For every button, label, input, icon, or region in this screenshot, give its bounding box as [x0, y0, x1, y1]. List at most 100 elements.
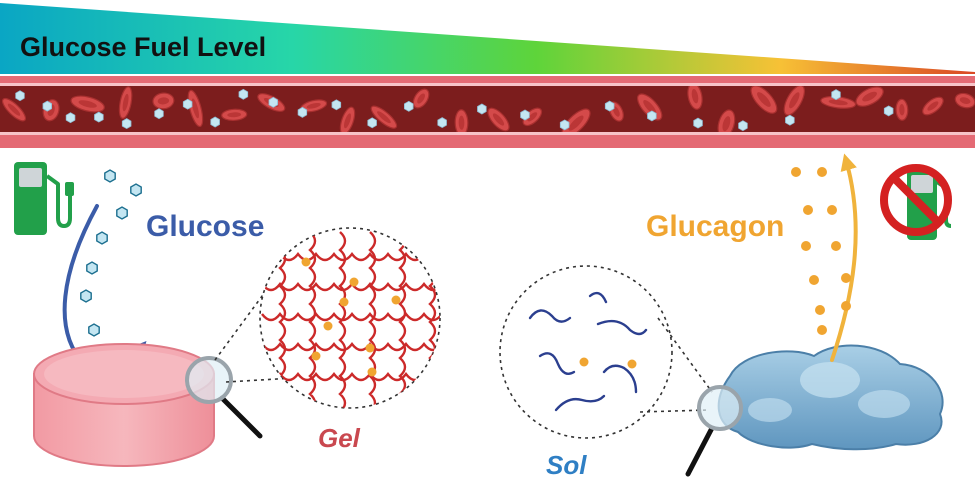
glucagon-molecule: [391, 295, 401, 305]
glucagon-molecule: [817, 325, 827, 335]
red-blood-cell: [783, 86, 805, 116]
glucagon-molecule: [311, 351, 321, 361]
red-blood-cell: [687, 86, 703, 110]
polymer-chain: [588, 291, 608, 304]
glucagon-molecule: [323, 321, 333, 331]
glucagon-molecule: [367, 367, 377, 377]
glucose-molecule: [785, 114, 795, 126]
glucose-molecule: [477, 103, 487, 115]
zoom-line: [639, 409, 709, 413]
fuel-pump-icon: [14, 162, 74, 235]
glucagon-molecule: [809, 275, 819, 285]
polymer-chain: [261, 342, 440, 352]
glucagon-molecule: [801, 241, 811, 251]
glucagon-label: Glucagon: [646, 210, 784, 243]
red-blood-cell: [561, 108, 591, 132]
polymer-chain: [261, 312, 440, 322]
glucose-molecule: [96, 231, 108, 245]
no-fuel-icon: [880, 164, 952, 240]
glucagon-molecule: [817, 167, 827, 177]
polymer-chain: [338, 231, 347, 408]
glucagon-molecule: [791, 167, 801, 177]
red-blood-cell: [855, 86, 884, 107]
glucagon-molecule: [831, 241, 841, 251]
glucose-molecule: [367, 117, 377, 129]
red-blood-cell: [152, 92, 175, 110]
glucose-molecule: [15, 90, 25, 102]
glucagon-molecule: [349, 277, 359, 287]
glucose-label: Glucose: [146, 210, 264, 243]
glucose-molecule: [403, 100, 414, 112]
zoom-line: [225, 377, 295, 383]
glucagon-molecule: [339, 297, 349, 307]
glucose-molecule: [86, 261, 98, 275]
polymer-chain: [554, 394, 606, 412]
glucose-molecule: [268, 96, 279, 108]
red-blood-cell: [187, 89, 204, 128]
glucose-molecule: [831, 89, 841, 101]
glucose-molecule: [437, 117, 447, 129]
red-blood-cell: [487, 107, 510, 132]
blood-vessel: [0, 76, 975, 148]
glucagon-molecule: [579, 357, 589, 367]
red-blood-cell: [954, 92, 975, 109]
glucose-molecule: [297, 106, 308, 118]
glucose-molecule: [520, 109, 530, 121]
fuel-level-title: Glucose Fuel Level: [20, 32, 266, 62]
glucose-molecule: [883, 105, 894, 117]
glucose-molecule: [94, 111, 104, 123]
glucose-molecule: [42, 100, 52, 112]
glucose-molecule: [182, 98, 193, 110]
glucose-molecule: [693, 117, 703, 129]
glucose-molecule: [116, 206, 128, 220]
red-blood-cell: [717, 109, 736, 132]
gel-label: Gel: [318, 423, 361, 453]
red-blood-cell: [454, 109, 469, 132]
glucose-molecule: [154, 108, 164, 120]
polymer-chain: [308, 231, 317, 408]
red-blood-cell: [1, 97, 27, 122]
magnifier-icon: [685, 385, 743, 477]
glucagon-molecule: [301, 257, 311, 267]
polymer-chain: [602, 364, 638, 394]
glucagon-molecule: [815, 305, 825, 315]
glucose-molecule: [738, 120, 748, 132]
sol-label: Sol: [546, 450, 587, 480]
polymer-chain: [398, 231, 407, 408]
glucose-molecule: [647, 110, 657, 122]
glucagon-molecule: [627, 359, 637, 369]
zoom-line: [657, 317, 713, 393]
red-blood-cell: [895, 98, 909, 121]
glucose-molecule: [104, 169, 116, 183]
red-blood-cell: [70, 95, 105, 113]
sol-blob: [717, 344, 944, 451]
red-blood-cell: [300, 99, 328, 113]
glucose-molecule: [210, 116, 220, 128]
red-blood-cell: [221, 108, 248, 121]
red-blood-cell: [370, 105, 398, 129]
glucose-molecule: [331, 99, 342, 111]
glucagon-molecule: [803, 205, 813, 215]
red-blood-cell: [118, 86, 133, 119]
glucose-molecules: [80, 169, 142, 337]
polymer-chain: [368, 231, 377, 408]
glucagon-molecule: [365, 343, 375, 353]
magnifier-icon: [185, 356, 263, 439]
polymer-chain: [596, 319, 648, 336]
polymer-chain: [261, 372, 440, 382]
red-blood-cell: [412, 88, 430, 109]
glucose-molecule: [65, 112, 76, 124]
glucagon-molecule: [841, 273, 851, 283]
glucose-molecule: [604, 100, 615, 112]
glucose-molecule: [238, 88, 249, 100]
red-blood-cell: [820, 95, 857, 109]
gel-network-zoom: [259, 227, 441, 409]
polymer-chain: [261, 252, 440, 262]
polymer-chain: [538, 352, 576, 375]
glucose-molecule: [88, 323, 100, 337]
glucose-molecule: [121, 118, 132, 130]
sol-zoom: [499, 265, 673, 439]
red-blood-cell: [339, 106, 356, 132]
glucagon-arrow: [830, 153, 858, 362]
